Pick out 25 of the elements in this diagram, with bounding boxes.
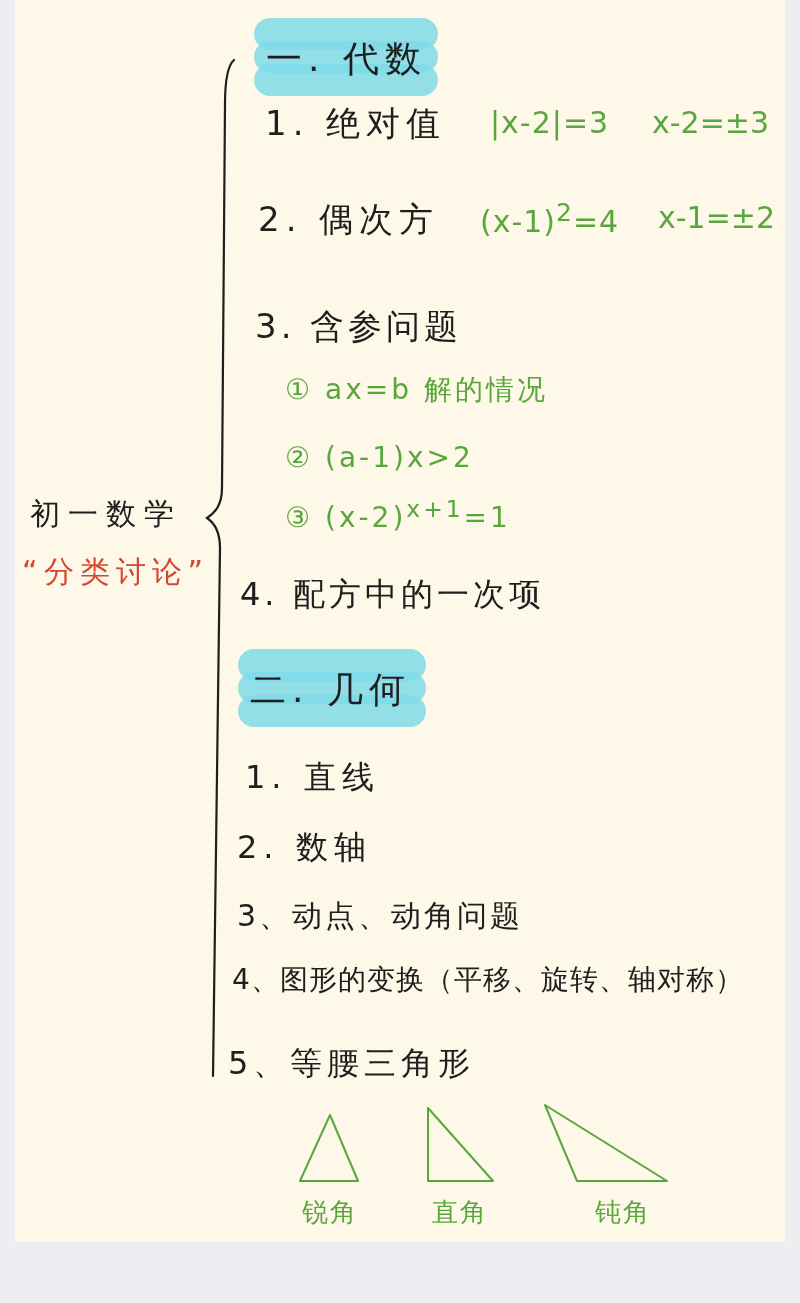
- list-item: 1. 绝对值: [265, 102, 447, 145]
- triangle-caption: 锐角: [302, 1196, 358, 1229]
- formula: |x-2|=3: [490, 104, 610, 142]
- highlight-band: [238, 649, 426, 727]
- list-item: 2. 偶次方: [258, 198, 440, 241]
- list-item: 4、图形的变换（平移、旋转、轴对称）: [232, 962, 744, 997]
- triangle-caption: 钝角: [595, 1196, 651, 1229]
- formula: x-1=±2: [658, 199, 776, 237]
- list-item: 2. 数轴: [237, 827, 372, 867]
- main-topic: 初一数学: [30, 495, 182, 533]
- triangle-caption: 直角: [432, 1196, 488, 1229]
- sub-item: ① ax=b 解的情况: [285, 372, 548, 407]
- sub-item: ③ (x-2)$^{x+1}$=1: [285, 495, 511, 536]
- list-item: 3. 含参问题: [255, 305, 463, 348]
- highlight-band: [254, 18, 438, 96]
- list-item: 3、动点、动角问题: [237, 897, 524, 935]
- list-item: 5、等腰三角形: [228, 1043, 476, 1083]
- formula: x-2=±3: [652, 104, 770, 142]
- formula: (x-1)$^{2}$=4: [480, 197, 620, 241]
- section-heading: 二. 几何: [250, 668, 411, 712]
- section-heading: 一. 代数: [266, 37, 427, 81]
- list-item: 4. 配方中的一次项: [240, 574, 545, 614]
- list-item: 1. 直线: [245, 757, 380, 797]
- subtitle: “分类讨论”: [22, 553, 210, 591]
- sub-item: ② (a-1)x>2: [285, 440, 474, 475]
